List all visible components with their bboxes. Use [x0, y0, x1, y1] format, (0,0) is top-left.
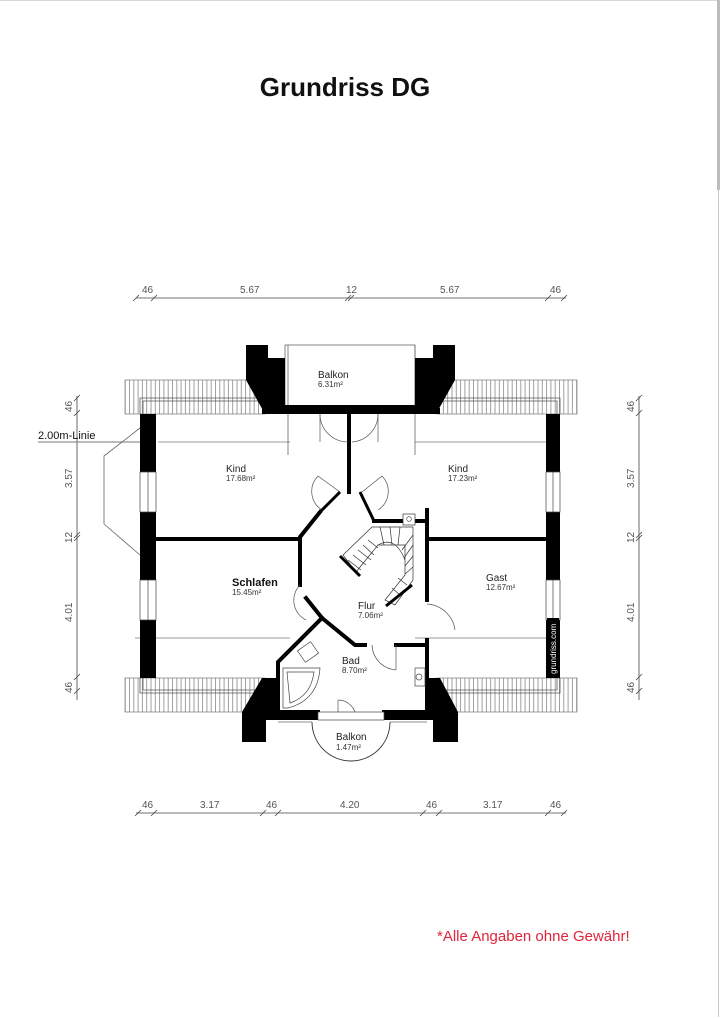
room-area-flur: 7.06m² — [358, 611, 383, 620]
windows — [139, 471, 561, 621]
bathroom-fixtures — [282, 641, 426, 709]
page-edge-shadow — [717, 0, 720, 190]
dim-top-3: 5.67 — [440, 285, 460, 296]
page-title: Grundriss DG — [259, 72, 431, 102]
dim-bottom-4: 46 — [426, 800, 438, 811]
room-name-balkon-bottom: Balkon — [336, 732, 367, 743]
dim-bottom-5: 3.17 — [483, 800, 503, 811]
dimension-right — [635, 394, 643, 700]
dim-bottom-2: 46 — [266, 800, 278, 811]
dim-bottom-3: 4.20 — [340, 800, 360, 811]
dim-bottom-6: 46 — [550, 800, 562, 811]
room-area-gast: 12.67m² — [486, 583, 516, 592]
disclaimer-note: *Alle Angaben ohne Gewähr! — [437, 928, 630, 945]
dim-right-3: 4.01 — [626, 602, 637, 622]
dim-left-2: 12 — [64, 531, 75, 543]
dim-right-0: 46 — [626, 400, 637, 412]
staircase — [338, 526, 414, 608]
balcony-bottom — [242, 678, 458, 762]
room-name-kind-right: Kind — [448, 464, 468, 475]
dim-left-1: 3.57 — [64, 468, 75, 488]
dim-left-4: 46 — [64, 681, 75, 693]
dimension-top — [132, 294, 568, 302]
watermark: grundriss.com — [549, 623, 558, 674]
room-area-balkon-bottom: 1.47m² — [336, 743, 361, 752]
room-name-schlafen: Schlafen — [232, 577, 278, 589]
dim-bottom-0: 46 — [142, 800, 154, 811]
doors — [293, 413, 456, 719]
room-name-flur: Flur — [358, 601, 376, 612]
room-area-bad: 8.70m² — [342, 666, 367, 675]
bay-window-outline — [103, 427, 141, 556]
room-area-kind-left: 17.68m² — [226, 474, 256, 483]
dim-left-3: 4.01 — [64, 602, 75, 622]
room-area-balkon-top: 6.31m² — [318, 380, 343, 389]
room-name-kind-left: Kind — [226, 464, 246, 475]
room-area-kind-right: 17.23m² — [448, 474, 478, 483]
dim-right-2: 12 — [626, 531, 637, 543]
dim-right-1: 3.57 — [626, 468, 637, 488]
dim-top-2: 12 — [346, 285, 358, 296]
room-area-schlafen: 15.45m² — [232, 588, 262, 597]
balcony-top — [246, 344, 455, 455]
dimension-left — [73, 394, 81, 700]
room-name-gast: Gast — [486, 573, 507, 584]
dim-left-0: 46 — [64, 400, 75, 412]
room-name-bad: Bad — [342, 656, 360, 667]
dim-top-0: 46 — [142, 285, 154, 296]
room-name-balkon-top: Balkon — [318, 370, 349, 381]
chimney-icon — [406, 516, 412, 522]
two-meter-line-label: 2.00m-Linie — [38, 430, 95, 442]
watermark-bg — [547, 618, 559, 676]
dim-top-1: 5.67 — [240, 285, 260, 296]
two-meter-line — [38, 441, 553, 639]
dim-top-4: 46 — [550, 285, 562, 296]
dim-right-4: 46 — [626, 681, 637, 693]
roof-hatch — [124, 379, 578, 713]
dimension-bottom — [134, 809, 568, 817]
dim-bottom-1: 3.17 — [200, 800, 220, 811]
chimney — [402, 513, 416, 526]
